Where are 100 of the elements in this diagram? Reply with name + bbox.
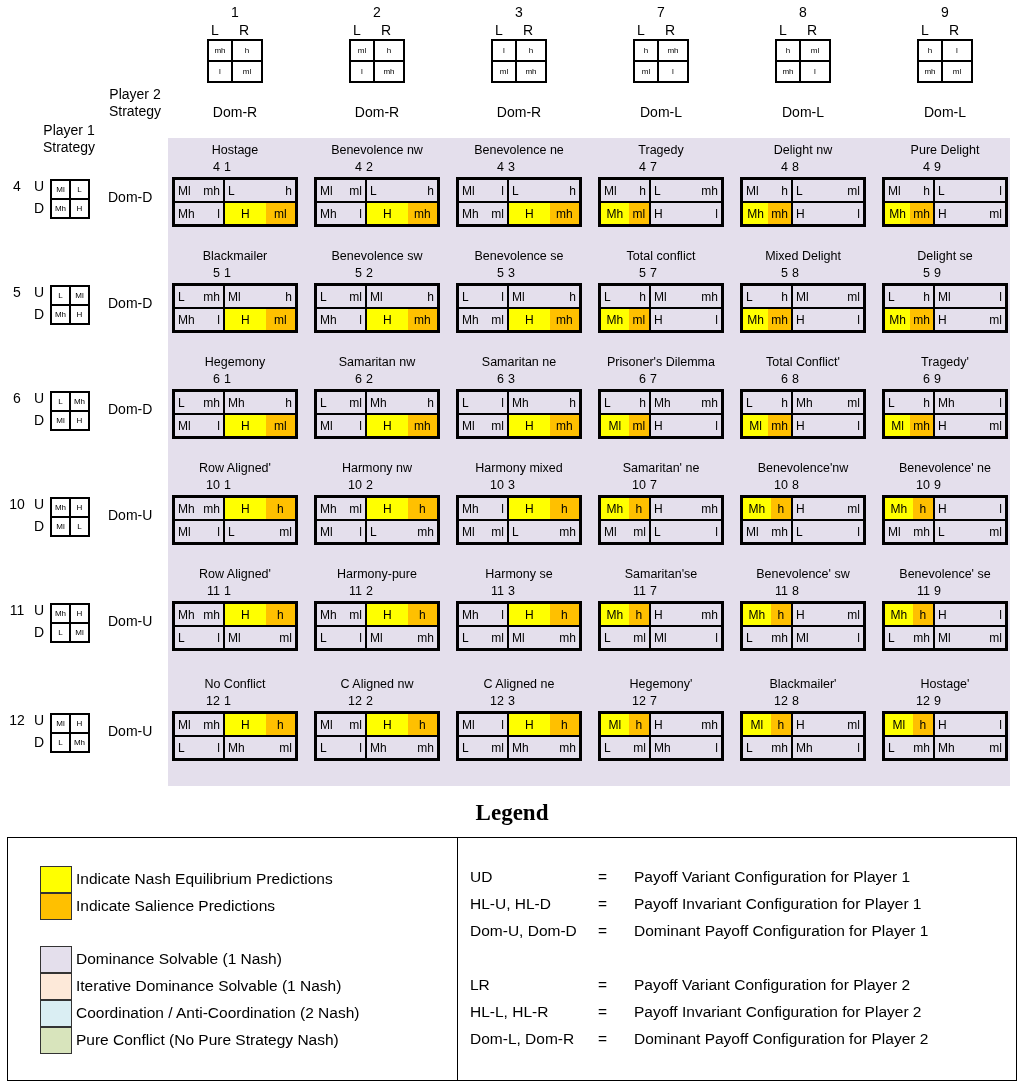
matrix-cell — [224, 520, 296, 543]
game-name: Samaritan' ne — [621, 461, 701, 476]
payoff-value: mh — [700, 606, 719, 624]
payoff-value: Mh — [601, 604, 629, 625]
payoff-value: h — [628, 498, 649, 519]
matrix-cell — [51, 623, 70, 642]
row-number: 12 — [489, 694, 504, 709]
payoff-value: mh — [700, 716, 719, 734]
column-strategy-label: R — [239, 22, 250, 39]
matrix-cell — [224, 414, 296, 437]
payoff-value: L — [937, 523, 946, 541]
matrix-cell — [316, 391, 366, 414]
game-name: Mixed Delight — [764, 249, 842, 264]
payoff-value: Mh — [461, 500, 480, 518]
column-strategy-label: L — [779, 22, 787, 39]
row-number: 11 — [916, 584, 930, 599]
matrix-cell — [742, 391, 792, 414]
payoff-value: h — [628, 604, 649, 625]
payoff-value: H — [653, 606, 664, 624]
column-number: 3 — [508, 584, 515, 599]
game-name: Blackmailer' — [768, 677, 838, 692]
matrix-cell — [70, 733, 89, 752]
payoff-value: l — [358, 739, 363, 757]
matrix-cell — [458, 179, 508, 202]
payoff-value: h — [265, 604, 295, 625]
column-number: 7 — [650, 478, 657, 493]
matrix-cell — [508, 603, 580, 626]
payoff-value: h — [780, 182, 789, 200]
payoff-value: L — [461, 288, 470, 306]
row-strategy-label: D — [34, 306, 45, 323]
column-number: 1 — [224, 160, 231, 175]
payoff-value: l — [500, 606, 505, 624]
payoff-value: mh — [416, 629, 435, 647]
matrix-cell — [508, 202, 580, 225]
legend-definition: Payoff Variant Configuration for Player 1 — [634, 868, 910, 886]
row-number: 4 — [212, 160, 220, 175]
matrix-cell — [742, 736, 792, 759]
matrix-cell — [224, 497, 296, 520]
payoff-value: h — [770, 604, 791, 625]
matrix-cell — [792, 179, 864, 202]
payoff-value: H — [367, 309, 408, 330]
matrix-cell — [792, 285, 864, 308]
column-strategy-label: R — [949, 22, 960, 39]
payoff-value: Ml — [937, 288, 952, 306]
payoff-value: mh — [383, 67, 395, 76]
payoff-value: L — [58, 397, 63, 406]
payoff-value: mh — [912, 523, 931, 541]
game-name: Hostage — [210, 143, 260, 158]
payoff-value: ml — [265, 415, 295, 436]
matrix-cell — [366, 414, 438, 437]
matrix-cell — [650, 179, 722, 202]
column-number: 3 — [514, 4, 524, 21]
game-name: Benevolence' sw — [755, 567, 851, 582]
dominance-label: Dom-R — [353, 104, 401, 121]
matrix-cell — [934, 520, 1006, 543]
row-number: 6 — [12, 390, 22, 407]
row-number: 5 — [12, 284, 22, 301]
column-number: 1 — [230, 4, 240, 21]
payoff-value: L — [887, 394, 896, 412]
row-strategy-label: D — [34, 734, 45, 751]
matrix-cell — [51, 517, 70, 536]
payoff-value: h — [407, 714, 437, 735]
matrix-cell — [366, 603, 438, 626]
payoff-value: Mh — [461, 606, 480, 624]
column-strategy-label: R — [807, 22, 818, 39]
payoff-value: H — [795, 417, 806, 435]
column-number: 9 — [940, 4, 950, 21]
matrix-cell — [70, 305, 89, 324]
matrix-cell — [458, 713, 508, 736]
payoff-value: L — [58, 628, 63, 637]
row-number: 10 — [773, 478, 788, 493]
payoff-value: L — [603, 288, 612, 306]
legend-definition: HL-U, HL-D — [470, 895, 551, 913]
payoff-value: H — [937, 716, 948, 734]
matrix-cell — [316, 414, 366, 437]
payoff-value: l — [500, 288, 505, 306]
row-number: 6 — [496, 372, 504, 387]
row-number: 4 — [354, 160, 362, 175]
payoff-value: l — [998, 606, 1003, 624]
matrix-cell — [224, 202, 296, 225]
matrix-cell — [650, 603, 722, 626]
payoff-value: L — [177, 288, 186, 306]
payoff-value: ml — [988, 205, 1003, 223]
matrix-cell — [224, 391, 296, 414]
payoff-value: mh — [912, 739, 931, 757]
payoff-value: Mh — [601, 498, 629, 519]
row-number: 5 — [922, 266, 930, 281]
row-number: 10 — [489, 478, 504, 493]
payoff-value: H — [653, 311, 664, 329]
matrix-cell — [600, 414, 650, 437]
payoff-value: H — [76, 416, 83, 425]
payoff-value: H — [509, 309, 550, 330]
row-number: 12 — [8, 712, 26, 729]
game-name: Samaritan nw — [337, 355, 417, 370]
payoff-value: ml — [641, 67, 651, 76]
payoff-value: H — [225, 415, 266, 436]
payoff-value: L — [937, 182, 946, 200]
payoff-value: Mh — [795, 394, 814, 412]
legend-definition: = — [598, 1003, 608, 1021]
payoff-value: L — [319, 629, 328, 647]
